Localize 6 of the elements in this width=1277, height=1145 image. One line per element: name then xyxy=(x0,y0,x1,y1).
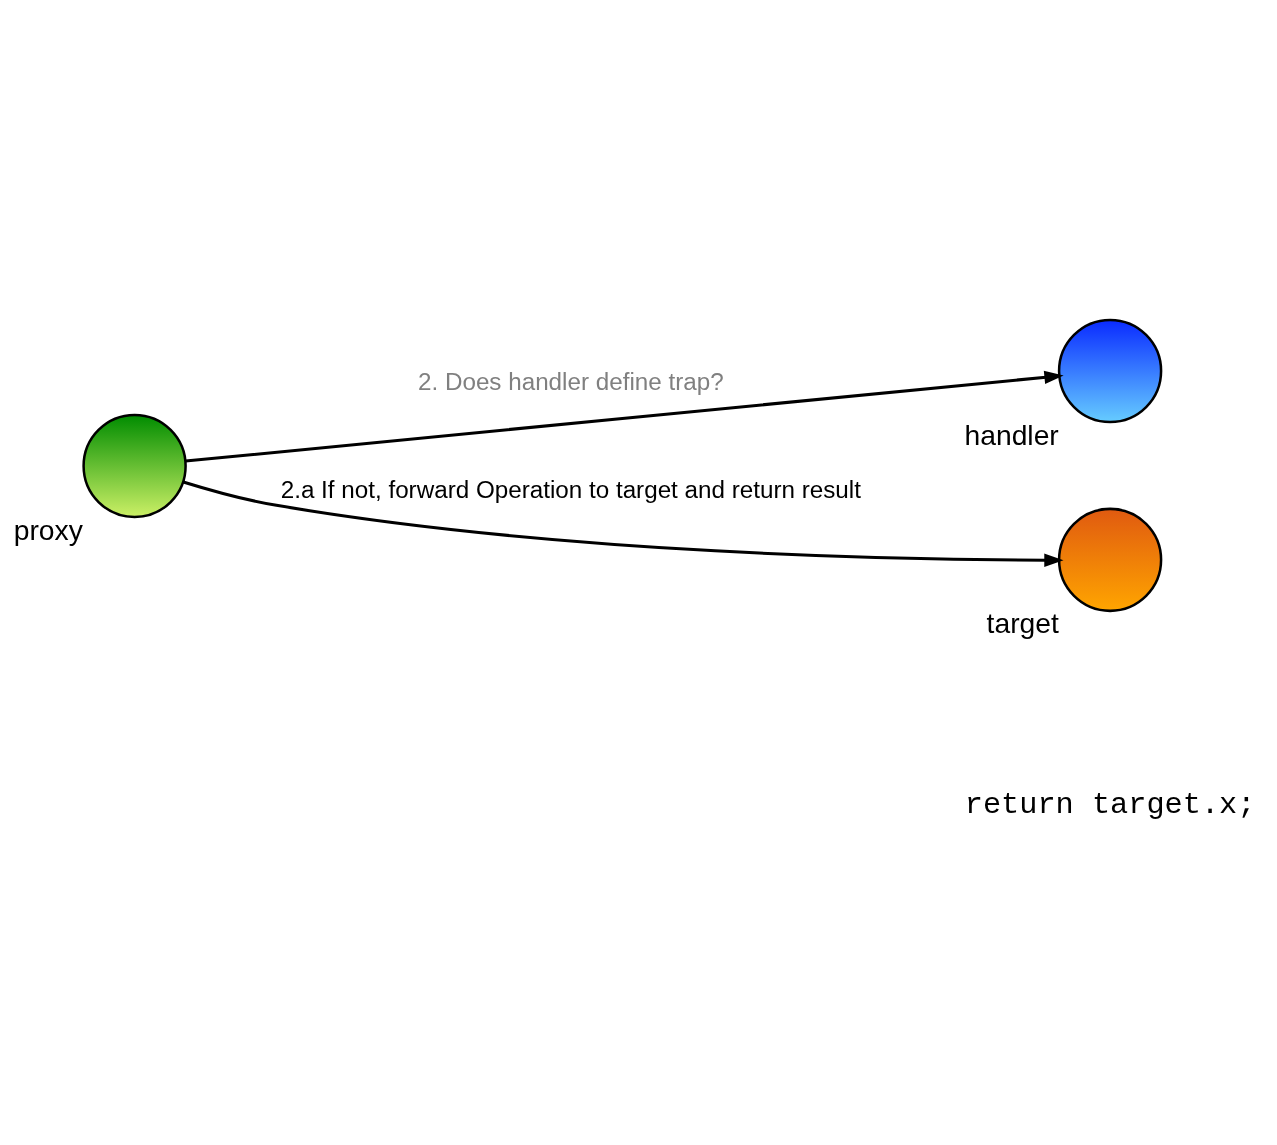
node-label: target xyxy=(986,606,1059,639)
node-label: proxy xyxy=(13,513,83,546)
edge-label: 2. Does handler define trap? xyxy=(418,367,724,395)
node-label: handler xyxy=(964,418,1059,451)
edge-label: 2.a If not, forward Operation to target and return result xyxy=(280,475,861,503)
label: return target.x; xyxy=(964,787,1256,822)
